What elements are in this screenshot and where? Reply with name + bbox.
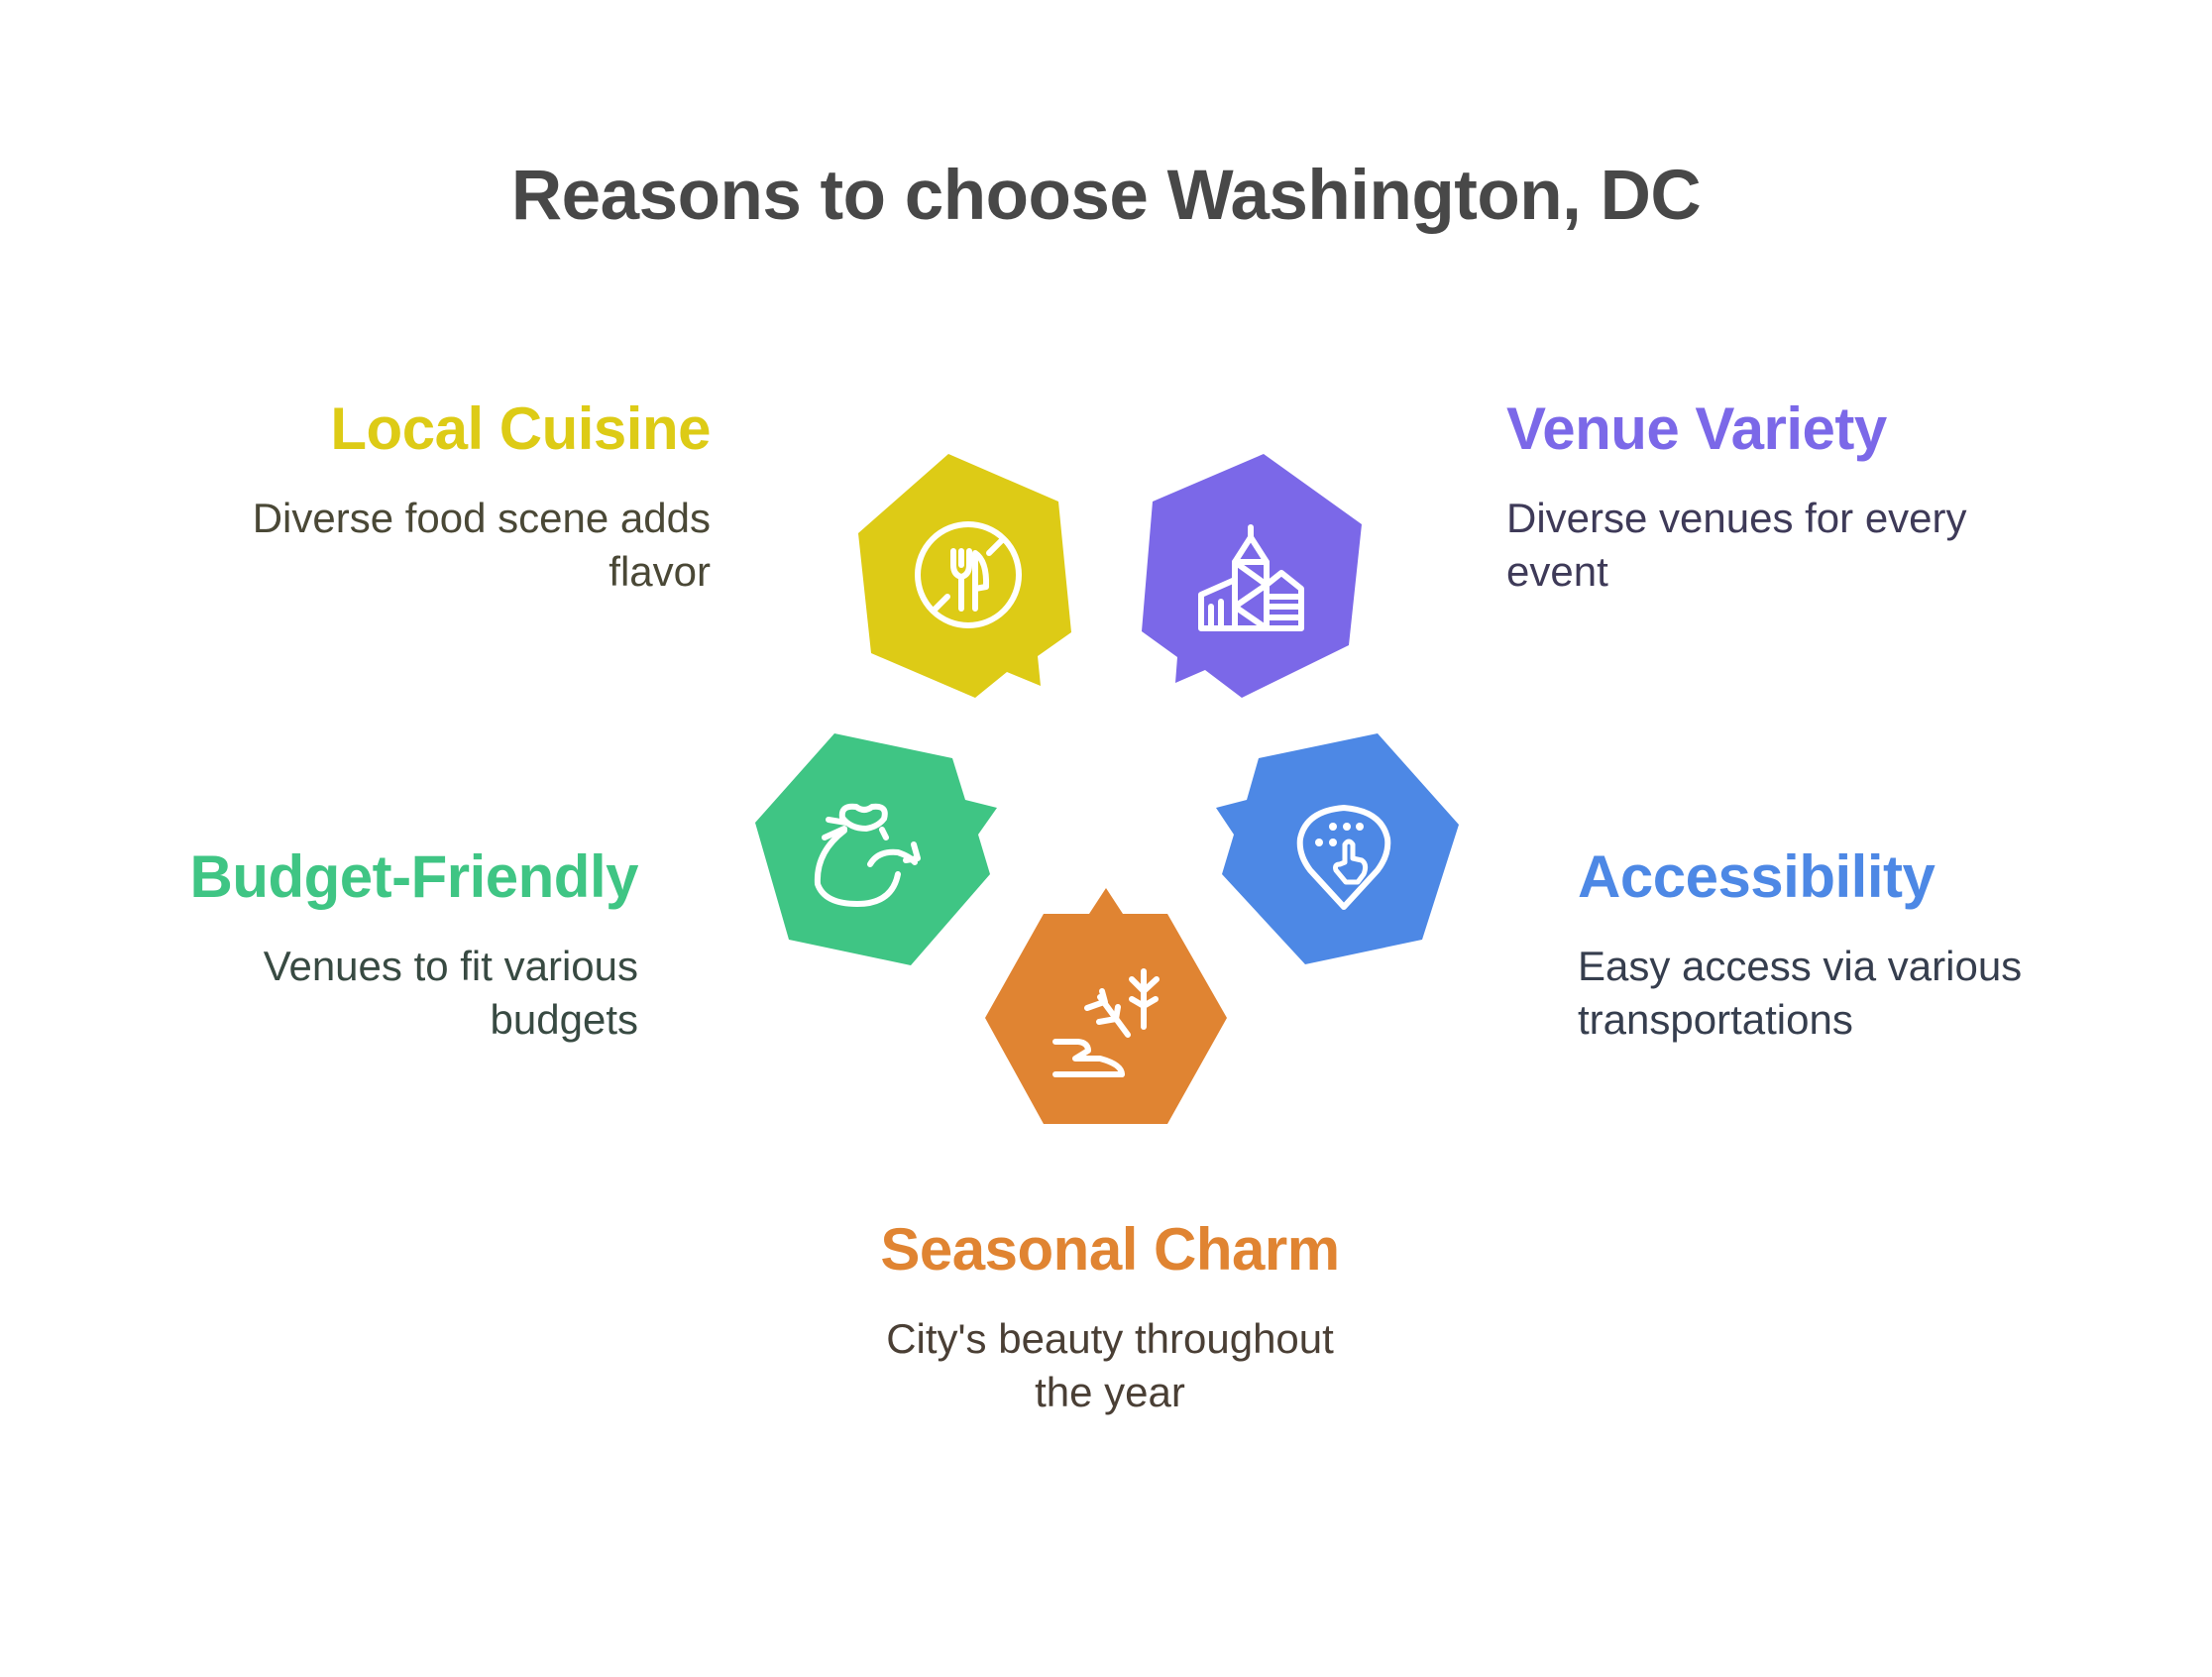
page-title: Reasons to choose Washington, DC xyxy=(510,157,1702,235)
hexagon-venue-variety xyxy=(1142,454,1362,698)
item-seasonal-charm: Seasonal Charm City's beauty throughout … xyxy=(852,1215,1368,1419)
item-title: Venue Variety xyxy=(1506,395,1887,462)
item-title: Budget-Friendly xyxy=(189,843,639,910)
hexagon-local-cuisine xyxy=(858,454,1071,698)
item-budget-friendly: Budget-Friendly Venues to fit various bu… xyxy=(123,842,639,1047)
item-title: Seasonal Charm xyxy=(880,1216,1340,1283)
item-title: Accessibility xyxy=(1578,843,1936,910)
item-title: Local Cuisine xyxy=(330,395,711,462)
location-pin-touch-icon xyxy=(1296,805,1391,910)
hexagon-accessibility xyxy=(1216,733,1459,964)
item-description: Diverse venues for every event xyxy=(1506,495,1967,595)
item-description: Easy access via various transportations xyxy=(1578,943,2023,1043)
hexagon-budget-friendly xyxy=(755,733,997,965)
city-buildings-icon xyxy=(1198,524,1304,631)
money-bag-arrow-icon xyxy=(814,803,921,907)
hexagon-seasonal-charm xyxy=(985,888,1227,1124)
item-local-cuisine: Local Cuisine Diverse food scene adds fl… xyxy=(195,394,712,599)
item-description: Diverse food scene adds flavor xyxy=(252,495,711,595)
no-fork-knife-icon xyxy=(915,521,1022,628)
item-accessibility: Accessibility Easy access via various tr… xyxy=(1578,842,2093,1047)
seasonal-plants-icon xyxy=(1052,968,1160,1077)
item-description: City's beauty throughout the year xyxy=(886,1315,1334,1415)
item-description: Venues to fit various budgets xyxy=(263,943,638,1043)
item-venue-variety: Venue Variety Diverse venues for every e… xyxy=(1506,394,2061,599)
